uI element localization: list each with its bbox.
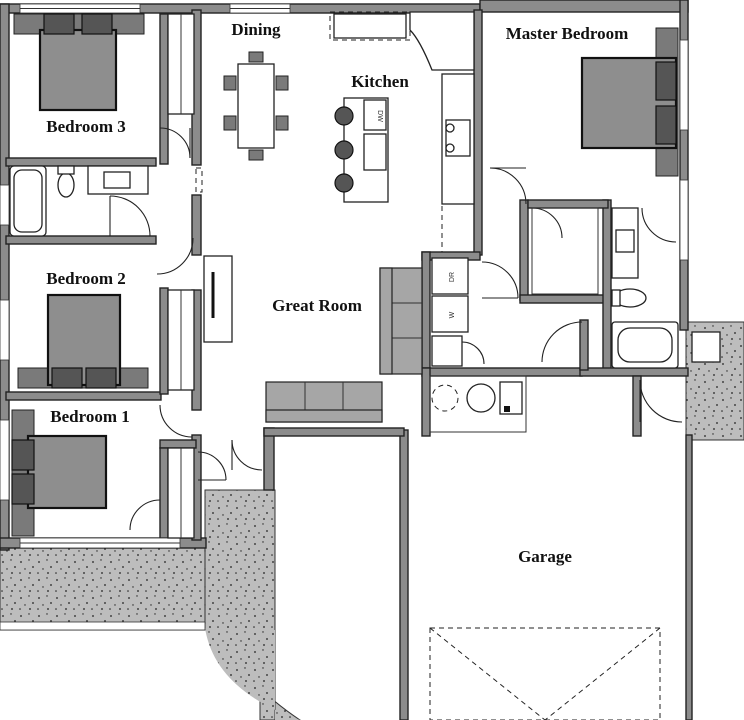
room-label-master-bedroom: Master Bedroom: [506, 24, 629, 43]
door-hall-bath[interactable]: [109, 195, 151, 237]
ac-unit: [691, 331, 721, 363]
dining-table: [237, 63, 275, 149]
hall-bath: [9, 165, 194, 275]
water-heater: [431, 384, 459, 412]
toilet: [57, 172, 75, 198]
side-patio: [685, 321, 744, 441]
dryer-label: DR: [449, 272, 456, 282]
bed-bedroom-1: [26, 434, 108, 510]
door-coat-closet[interactable]: [197, 451, 227, 481]
door-garage-side[interactable]: [639, 379, 683, 423]
door-master-closet[interactable]: [531, 207, 563, 239]
island-sink: [363, 133, 387, 171]
washer: [431, 295, 469, 333]
door-hall[interactable]: [156, 237, 194, 275]
water-heater-closet: [431, 335, 463, 367]
dryer: [431, 257, 469, 295]
front-door[interactable]: [231, 439, 263, 471]
stool: [334, 106, 354, 126]
vanity: [87, 165, 149, 195]
bedroom-3: Bedroom 3: [13, 13, 195, 159]
garage-door-outline: [429, 627, 661, 720]
door-bedroom-1[interactable]: [129, 499, 161, 531]
door-master-bath[interactable]: [641, 207, 677, 243]
dining: Dining: [223, 20, 289, 161]
room-label-garage: Garage: [518, 547, 572, 566]
stool: [334, 173, 354, 193]
room-label-bedroom-1: Bedroom 1: [50, 407, 130, 426]
front-patio: [0, 489, 301, 720]
door-master-bedroom[interactable]: [489, 167, 527, 205]
bedroom-2: Bedroom 2: [17, 269, 195, 438]
washer-label: W: [449, 311, 456, 318]
furnace: [466, 383, 496, 413]
bed-bedroom-3: [38, 28, 118, 112]
door-laundry[interactable]: [481, 261, 519, 299]
entry: [197, 439, 263, 481]
master-bedroom: Master Bedroom: [489, 24, 679, 205]
room-label-dining: Dining: [231, 20, 281, 39]
windows: [0, 3, 689, 631]
kitchen: DW Kitchen: [329, 11, 475, 253]
garage: Garage: [429, 375, 683, 720]
pantry: [409, 11, 475, 71]
tv-console: [203, 255, 233, 343]
dishwasher: [363, 99, 387, 131]
bedroom-1: Bedroom 1: [11, 407, 195, 539]
laundry: DR W: [431, 257, 519, 367]
dishwasher-label: DW: [376, 110, 383, 122]
master-suite: [531, 207, 679, 369]
great-room: Great Room: [195, 167, 423, 423]
door-garage-entry[interactable]: [541, 321, 583, 363]
stool: [334, 140, 354, 160]
interior-walls: [5, 9, 689, 541]
room-label-great-room: Great Room: [272, 296, 362, 315]
room-label-kitchen: Kitchen: [351, 72, 409, 91]
room-label-bedroom-3: Bedroom 3: [46, 117, 126, 136]
room-label-bedroom-2: Bedroom 2: [46, 269, 126, 288]
panel: [499, 381, 523, 415]
door-bedroom-2[interactable]: [159, 404, 193, 438]
